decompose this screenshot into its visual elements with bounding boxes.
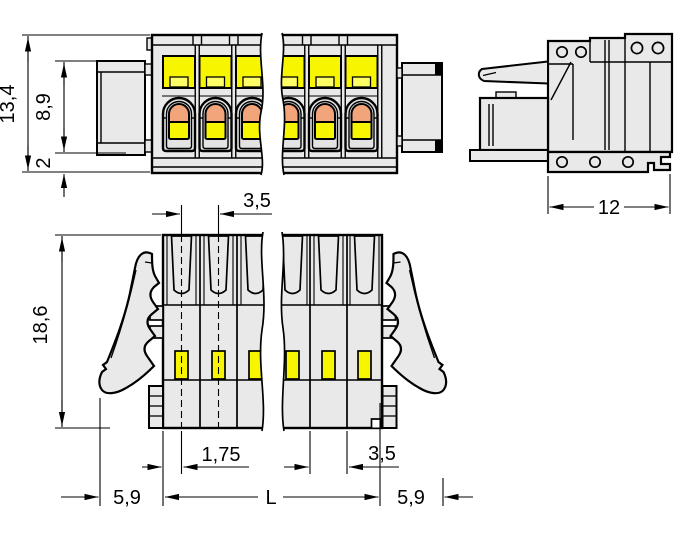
housing-hole <box>651 41 665 55</box>
dim-label: 2 <box>33 157 55 168</box>
pole <box>343 54 380 153</box>
end-plate-right <box>401 62 443 153</box>
dim-bottom-total-depth: 18,6 <box>30 236 66 427</box>
pole <box>197 54 234 153</box>
plug-section <box>478 96 550 152</box>
pole <box>160 54 198 153</box>
side-view <box>469 32 674 174</box>
dim-label: 1,75 <box>202 444 241 466</box>
pole-separators <box>199 235 348 428</box>
dim-label: 18,6 <box>30 306 52 345</box>
dim-label: 3,5 <box>243 190 271 212</box>
end-plate-left <box>96 60 146 156</box>
foot-hole <box>588 155 602 169</box>
dim-total-length: L <box>165 403 381 509</box>
front-view <box>96 32 443 176</box>
dim-label: 13,4 <box>0 85 19 124</box>
housing-hole <box>574 45 588 59</box>
dim-label: 5,9 <box>397 487 425 509</box>
mounting-foot <box>546 150 672 174</box>
plug-base <box>469 149 549 162</box>
foot-hole <box>621 155 635 169</box>
dim-front-body-height: 8,9 <box>33 62 68 152</box>
dim-latch-overhang-right: 5,9 <box>397 478 473 509</box>
dim-front-base-height: 2 <box>33 157 68 197</box>
foot-hole <box>555 155 569 169</box>
dim-latch-overhang-left: 5,9 <box>61 398 141 509</box>
pole <box>306 54 344 153</box>
dim-front-total-height: 13,4 <box>0 36 32 171</box>
latch-right <box>381 251 448 430</box>
latch-left <box>98 251 165 430</box>
locking-lever <box>477 60 549 85</box>
dim-side-width: 12 <box>547 174 671 219</box>
dim-label: 8,9 <box>33 93 55 121</box>
break-gap <box>260 232 285 431</box>
dim-half-pitch: 1,75 <box>142 431 249 506</box>
dim-label: 3,5 <box>368 443 396 465</box>
dim-label: L <box>265 487 276 509</box>
housing-hole <box>555 45 569 59</box>
dim-label: 12 <box>598 197 620 219</box>
dimension-annotations: 13,4 8,9 2 12 18,6 <box>0 34 671 509</box>
dim-pitch-right: 3,5 <box>284 431 399 474</box>
housing-hole <box>630 41 644 55</box>
dim-label: 5,9 <box>113 487 141 509</box>
bottom-view <box>98 231 448 432</box>
break-gap <box>259 33 285 175</box>
dim-pitch-top: 3,5 <box>152 190 272 235</box>
